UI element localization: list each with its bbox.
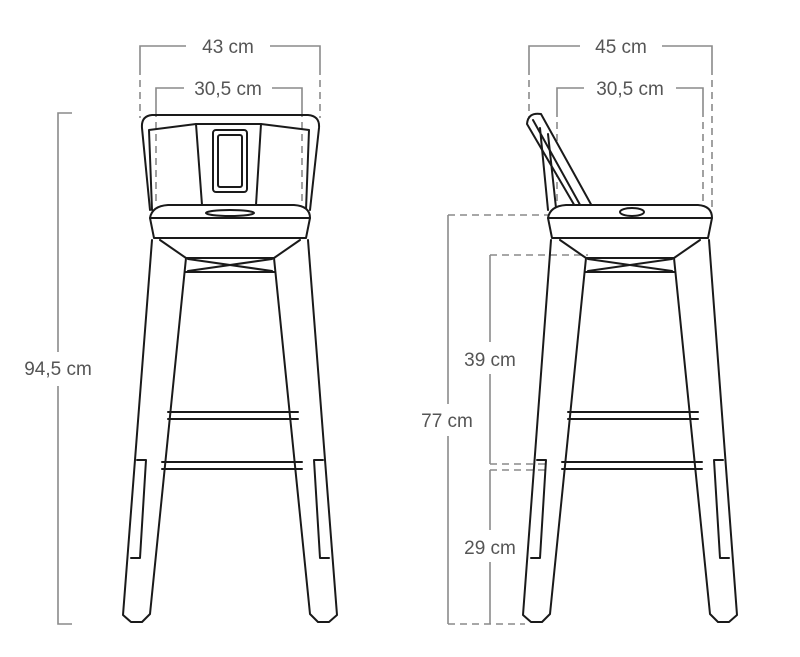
side-lower-height-dimension: 29 cm — [464, 469, 548, 624]
front-inner-width-label: 30,5 cm — [194, 79, 262, 100]
side-stool-outline — [522, 112, 738, 623]
side-view: 45 cm 30,5 cm 77 cm 39 cm — [421, 37, 738, 625]
front-stool-outline — [122, 114, 338, 623]
side-upper-height-dimension: 39 cm — [464, 254, 588, 465]
side-outer-depth-label: 45 cm — [595, 37, 647, 58]
side-inner-depth-label: 30,5 cm — [596, 79, 664, 100]
side-seat-height-dimension: 77 cm — [421, 214, 548, 625]
side-outer-depth-dimension: 45 cm — [528, 37, 713, 212]
front-total-height-dimension: 94,5 cm — [24, 112, 92, 625]
front-outer-width-dimension: 43 cm — [139, 37, 321, 118]
side-upper-height-label: 39 cm — [464, 350, 516, 371]
front-outer-width-label: 43 cm — [202, 37, 254, 58]
side-seat-height-label: 77 cm — [421, 411, 473, 432]
side-lower-height-label: 29 cm — [464, 538, 516, 559]
front-total-height-label: 94,5 cm — [24, 359, 92, 380]
front-inner-width-dimension: 30,5 cm — [155, 79, 303, 205]
side-inner-depth-dimension: 30,5 cm — [556, 79, 704, 205]
front-view: 43 cm 30,5 cm 94,5 cm — [24, 37, 338, 625]
